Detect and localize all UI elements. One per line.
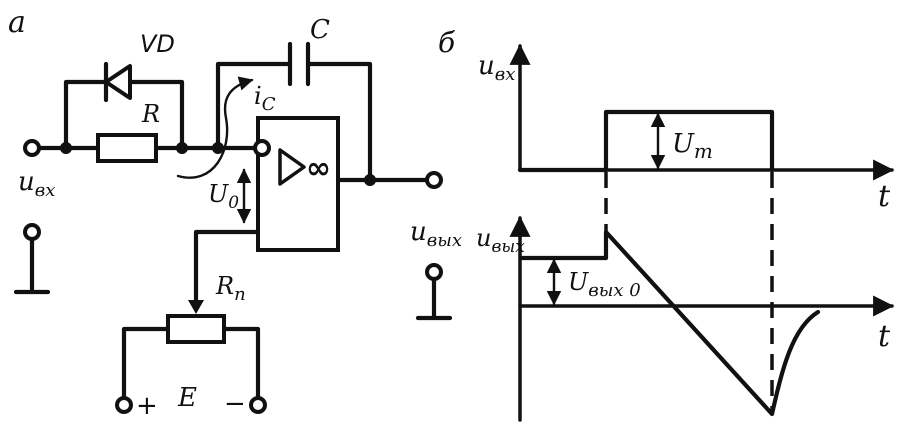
capacitor-right-wire <box>305 61 373 183</box>
source-minus-label: − <box>224 389 246 419</box>
diode-triangle <box>104 64 132 100</box>
diode-branch-wire <box>63 79 185 151</box>
inverting-input-circle <box>253 139 271 157</box>
bottom-time-label: t <box>878 319 891 354</box>
offset-voltage-label: U0 <box>208 180 239 213</box>
waveform-diagram: б uвх t Um uвых t Uвых 0 <box>438 26 895 422</box>
source-label: E <box>177 383 197 413</box>
potentiometer-label: Rп <box>215 272 246 305</box>
potentiometer-body <box>166 314 226 344</box>
opamp-triangle-icon <box>278 148 306 186</box>
capacitor-left-wire <box>215 61 293 151</box>
output-waveform <box>519 229 821 417</box>
wiper-arrowhead <box>188 300 204 314</box>
output-node <box>364 174 376 186</box>
capacitor-label: C <box>310 15 330 45</box>
panel-a-label: а <box>8 5 26 40</box>
opamp-infinity: ∞ <box>306 151 331 186</box>
potentiometer-right-wire <box>221 326 261 401</box>
current-label: iC <box>254 82 276 115</box>
input-voltage-label: uвх <box>18 167 55 201</box>
source-minus-terminal <box>249 396 267 414</box>
current-arrow <box>176 76 254 179</box>
output-terminal <box>425 171 443 189</box>
diode-label: VD <box>140 30 175 58</box>
potentiometer-left-wire <box>121 326 171 401</box>
resistor-r <box>96 133 158 163</box>
input-pulse <box>517 109 775 173</box>
amplitude-label: Um <box>672 129 713 163</box>
potentiometer-wiper-wire <box>193 229 261 305</box>
initial-output-label: Uвых 0 <box>568 268 641 301</box>
top-axis-label: uвх <box>478 51 515 85</box>
resistor-label: R <box>141 100 160 128</box>
source-plus-terminal <box>115 396 133 414</box>
bottom-axis-label: uвых <box>476 224 525 257</box>
panel-b-label: б <box>438 26 456 59</box>
source-plus-label: + <box>136 391 158 421</box>
opamp-body <box>256 116 340 252</box>
output-voltage-label: uвых <box>410 217 462 251</box>
circuit-diagram: а VD R C iC ∞ U0 <box>8 5 462 421</box>
top-time-label: t <box>878 179 891 214</box>
